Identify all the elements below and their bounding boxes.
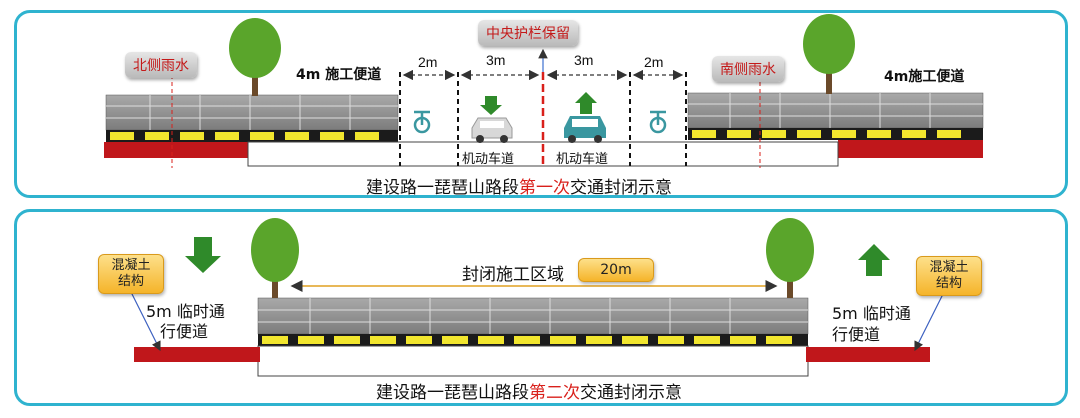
lane-label-right: 机动车道 [556,152,609,167]
caption-first: 建设路一琵琶山路段第一次交通封闭示意 [366,173,672,198]
left-pavement-block [104,94,399,158]
lane-separators [399,72,687,166]
car-icon [471,117,513,143]
caption-suffix: 交通封闭示意 [580,383,682,403]
left-sidewalk [134,347,260,362]
car-icon [564,116,606,143]
caption-prefix: 建设路一琵琶山路段 [376,383,529,403]
arrow-up-icon [575,92,597,114]
right-sidewalk [806,347,930,362]
arrow-down-icon [480,96,502,115]
right-concrete-label: 混凝土 结构 [916,256,982,296]
right-pavement-block [687,92,984,158]
south-rain-label: 南侧雨水 [712,56,784,82]
caption-suffix: 交通封闭示意 [570,178,672,198]
bicycle-icon [649,110,667,134]
central-barrier-label: 中央护栏保留 [478,20,578,46]
lane-label-left: 机动车道 [462,152,515,167]
dim-2m-left: 2m [418,54,438,70]
tree-icon [229,18,281,96]
caption-highlight: 第二次 [529,383,580,403]
closed-area-label: 封闭施工区域 [462,265,564,285]
left-temp-road-line2: 行便道 [160,322,209,341]
caption-highlight: 第一次 [519,178,570,198]
closed-zone-pavement [257,297,809,377]
arrow-up-icon [858,244,890,276]
arrow-down-icon [185,237,221,273]
bicycle-icon [413,110,431,134]
tree-icon [251,218,299,298]
north-rain-label: 北侧雨水 [125,52,197,78]
second-closure-panel [14,209,1068,406]
right-temp-road-line2: 行便道 [832,325,881,344]
left-temp-road-label: 4m 施工便道 [296,67,382,83]
dim-3m-left: 3m [486,52,506,68]
caption-second: 建设路一琵琶山路段第二次交通封闭示意 [376,378,682,403]
left-concrete-label: 混凝土 结构 [98,254,164,294]
dim-3m-right: 3m [574,52,594,68]
tree-icon [803,14,855,94]
closed-area-width: 20m [578,258,654,282]
right-temp-road-line1: 5m 临时通 [832,304,911,323]
left-temp-road-line1: 5m 临时通 [146,302,225,321]
tree-icon [766,218,814,298]
dim-2m-right: 2m [644,54,664,70]
caption-prefix: 建设路一琵琶山路段 [366,178,519,198]
right-temp-road-label: 4m施工便道 [884,69,965,85]
